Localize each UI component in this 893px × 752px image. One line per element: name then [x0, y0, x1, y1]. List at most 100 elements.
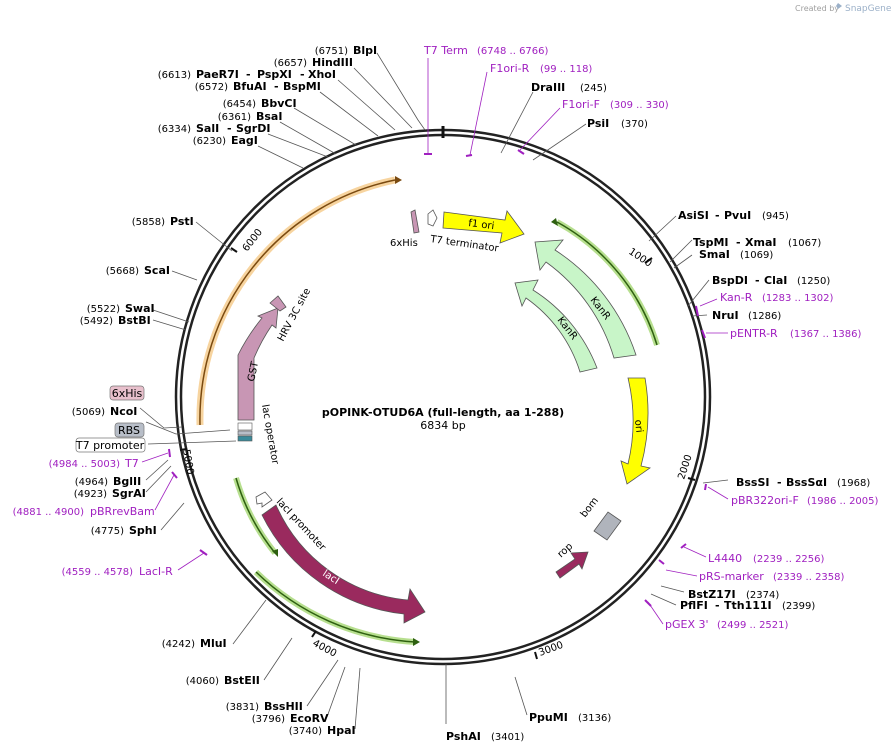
site-blpi[interactable]: (6751) BlpI — [315, 44, 377, 57]
site-eagi-pos: (6230) — [193, 136, 226, 147]
site-bfuai[interactable]: (6572) BfuAI - BspMI — [195, 80, 321, 93]
site-eagi[interactable]: (6230) EagI — [193, 134, 258, 147]
primer-laci-r[interactable]: (4559 .. 4578) LacI-R — [62, 565, 174, 578]
site-swai[interactable]: (5522) SwaI — [87, 302, 155, 315]
site-swai-name: SwaI — [125, 302, 155, 315]
site-ncoi[interactable]: (5069) NcoI — [72, 405, 138, 418]
primer-pentr-r[interactable]: pENTR-R (1367 .. 1386) — [730, 327, 862, 340]
site-tspmi[interactable]: TspMI - XmaI (1067) — [693, 236, 821, 249]
site-psii[interactable]: PsiI (370) — [587, 117, 648, 130]
bom-box — [593, 511, 622, 541]
site-bglii[interactable]: (4964) BglII — [75, 475, 141, 488]
site-bstz17i[interactable]: BstZ17I (2374) — [688, 588, 779, 601]
site-scai[interactable]: (5668) ScaI — [106, 264, 170, 277]
site-bsteii[interactable]: (4060) BstEII — [186, 674, 260, 687]
site-bbvci[interactable]: (6454) BbvCI — [223, 97, 297, 110]
primer-leaders — [141, 58, 729, 625]
primer-pbr322ori-f-range: (1986 .. 2005) — [807, 496, 879, 507]
site-bspdi[interactable]: BspDI - ClaI (1250) — [712, 274, 830, 287]
primer-t7term[interactable]: T7 Term (6748 .. 6766) — [423, 44, 549, 57]
primer-l4440[interactable]: L4440 (2239 .. 2256) — [708, 552, 825, 565]
green-arc-bottom-left[interactable] — [253, 569, 420, 646]
site-swai-pos: (5522) — [87, 304, 120, 315]
kanr-outer-arrow — [534, 239, 637, 359]
tick-6000: 6000 — [241, 227, 265, 254]
site-pflfi[interactable]: PflFI - Tth111I (2399) — [680, 599, 815, 612]
boxed-rbs[interactable]: RBS — [114, 422, 145, 438]
primer-f1ori-r-range: (99 .. 118) — [540, 64, 592, 75]
orange-arc-feature[interactable] — [196, 176, 402, 426]
green-arc-left[interactable] — [233, 477, 278, 557]
backbone — [174, 126, 712, 666]
primer-f1ori-r[interactable]: F1ori-R (99 .. 118) — [490, 62, 592, 75]
primer-prs-marker-range: (2339 .. 2358) — [773, 572, 845, 583]
site-tth111i-name: Tth111I — [724, 599, 772, 612]
boxed-his-tag[interactable]: 6xHis — [109, 385, 145, 401]
site-bstbi[interactable]: (5492) BstBI — [80, 314, 151, 327]
site-bfuai-pos: (6572) — [195, 82, 228, 93]
gst-feature[interactable]: GST — [237, 307, 279, 421]
site-leaders — [139, 52, 729, 730]
boxed-t7-promoter[interactable]: T7 promoter — [75, 437, 146, 453]
primer-pgex3[interactable]: pGEX 3' (2499 .. 2521) — [665, 618, 789, 631]
rop-label: rop — [556, 541, 576, 560]
site-psti[interactable]: (5858) PstI — [132, 215, 194, 228]
rop-arrow — [555, 551, 589, 579]
site-asisi[interactable]: AsiSI - PvuI (945) — [678, 209, 789, 222]
primer-pbr322ori-f[interactable]: pBR322ori-F (1986 .. 2005) — [731, 494, 879, 507]
his-tag-feature[interactable]: 6xHis — [390, 209, 420, 249]
site-bsai-name: BsaI — [256, 110, 282, 123]
f1-ori-feature[interactable]: f1 ori — [442, 210, 525, 244]
site-paer7i[interactable]: (6613) PaeR7I - PspXI - XhoI — [158, 68, 336, 81]
primer-l4440-range: (2239 .. 2256) — [753, 554, 825, 565]
rop-feature[interactable]: rop — [555, 541, 589, 579]
site-ppumi[interactable]: PpuMI (3136) — [529, 711, 611, 724]
site-sphi[interactable]: (4775) SphI — [91, 524, 157, 537]
snapgene-logo[interactable]: SnapGene — [836, 3, 892, 14]
primer-prs-marker[interactable]: pRS-marker (2339 .. 2358) — [699, 570, 845, 583]
site-ppumi-name: PpuMI — [529, 711, 568, 724]
primer-pgex3-name: pGEX 3' — [665, 618, 709, 631]
primer-kan-r[interactable]: Kan-R (1283 .. 1302) — [720, 291, 834, 304]
primer-pbrrevbam[interactable]: (4881 .. 4900) pBRrevBam — [13, 505, 155, 518]
site-bsssi[interactable]: BssSI - BssSαI (1968) — [736, 476, 870, 489]
site-asisi-pos: (945) — [762, 211, 789, 222]
site-tspmi-name: TspMI — [693, 236, 729, 249]
site-bsshii[interactable]: (3831) BssHII — [226, 700, 303, 713]
site-sali-sep: - — [227, 122, 232, 135]
ori-feature[interactable]: ori — [620, 377, 651, 485]
primer-t7-name: T7 — [124, 457, 139, 470]
his-tag-arrow — [410, 209, 420, 234]
plasmid-title-block: pOPINK-OTUD6A (full-length, aa 1-288) 68… — [322, 406, 564, 432]
site-bsai[interactable]: (6361) BsaI — [218, 110, 283, 123]
created-by-text: Created by — [795, 4, 839, 13]
green-arc-right[interactable] — [551, 218, 660, 346]
green-arc-left-line — [235, 477, 276, 554]
primer-t7term-range: (6748 .. 6766) — [477, 46, 549, 57]
site-pshai[interactable]: PshAI (3401) — [446, 730, 524, 743]
site-draiii[interactable]: DraIII (245) — [531, 81, 607, 94]
site-smai[interactable]: SmaI (1069) — [699, 248, 773, 261]
site-nrui[interactable]: NruI (1286) — [712, 309, 781, 322]
site-bstz17i-name: BstZ17I — [688, 588, 736, 601]
t7-terminator-arrow — [427, 209, 438, 227]
site-hpai[interactable]: (3740) HpaI — [289, 724, 356, 737]
site-ecorv[interactable]: (3796) EcoRV — [252, 712, 329, 725]
ori-arrow — [620, 377, 651, 485]
site-sgrai[interactable]: (4923) SgrAI — [74, 487, 146, 500]
site-bglii-pos: (4964) — [75, 477, 108, 488]
primer-t7[interactable]: (4984 .. 5003) T7 — [49, 457, 139, 470]
tick-3000: 3000 — [537, 640, 565, 659]
site-mlui[interactable]: (4242) MluI — [162, 637, 227, 650]
primer-f1ori-f[interactable]: F1ori-F (309 .. 330) — [562, 98, 669, 111]
site-bstbi-pos: (5492) — [80, 316, 113, 327]
site-blpi-name: BlpI — [353, 44, 377, 57]
laci-feature[interactable]: lacI — [261, 504, 426, 624]
kanr-outer-feature[interactable]: KanR — [534, 239, 637, 359]
bom-feature[interactable]: bom — [579, 496, 622, 541]
site-eagi-name: EagI — [231, 134, 258, 147]
site-hindiii[interactable]: (6657) HindIII — [274, 56, 353, 69]
site-sali[interactable]: (6334) SalI - SgrDI — [158, 122, 271, 135]
primer-t7term-name: T7 Term — [423, 44, 468, 57]
tick-5000: 5000 — [180, 449, 195, 476]
